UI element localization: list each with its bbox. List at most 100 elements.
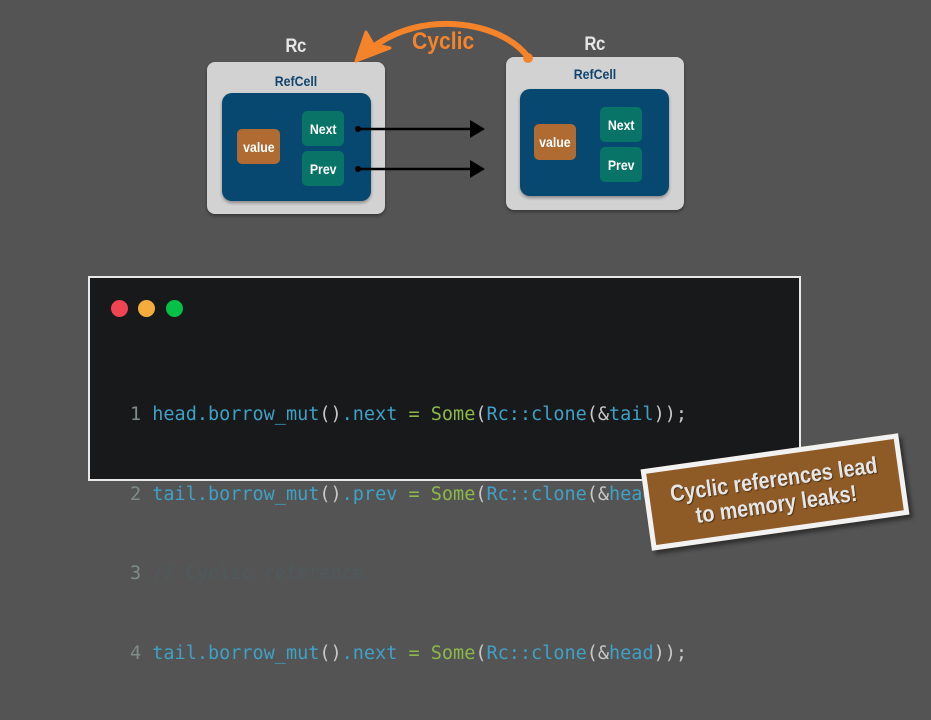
code-line: 2 tail.borrow_mut().prev = Some(Rc::clon… bbox=[130, 482, 687, 509]
rc-label-node-1: Rc bbox=[285, 36, 306, 57]
code-identifier: :: bbox=[508, 642, 532, 664]
code-identifier: . bbox=[341, 642, 353, 664]
code-text: tail.borrow_mut().prev = Some(Rc::clone(… bbox=[152, 484, 687, 505]
line-number: 2 bbox=[130, 483, 142, 505]
code-punctuation: ( bbox=[586, 404, 598, 425]
code-identifier: Rc bbox=[486, 404, 509, 425]
next-pointer-node-1: Next bbox=[302, 111, 344, 146]
code-comment: // Cyclic reference bbox=[152, 563, 364, 584]
code-punctuation bbox=[397, 404, 408, 425]
cyclic-arrowhead bbox=[354, 30, 392, 63]
next-label-node-1: Next bbox=[309, 120, 337, 137]
code-identifier: Rc bbox=[486, 642, 509, 664]
code-punctuation: ) bbox=[330, 483, 342, 505]
code-line: 1 head.borrow_mut().next = Some(Rc::clon… bbox=[130, 402, 687, 429]
next-arrowhead bbox=[470, 120, 485, 138]
code-identifier: tail bbox=[609, 404, 654, 425]
code-identifier: clone bbox=[531, 483, 587, 505]
value-box-node-2: value bbox=[534, 124, 576, 160]
next-label-node-2: Next bbox=[607, 116, 635, 133]
code-keyword: Some bbox=[430, 483, 476, 505]
prev-pointer-node-2: Prev bbox=[600, 147, 642, 182]
code-punctuation bbox=[397, 484, 408, 505]
code-punctuation: ( bbox=[586, 642, 598, 664]
code-punctuation bbox=[420, 643, 431, 664]
cyclic-arrow-label: Cyclic bbox=[412, 28, 475, 55]
value-label-node-1: value bbox=[242, 138, 275, 155]
code-line: 4 tail.borrow_mut().next = Some(Rc::clon… bbox=[130, 641, 687, 668]
code-identifier: borrow_mut bbox=[207, 404, 320, 425]
code-punctuation: ( bbox=[475, 642, 487, 664]
code-punctuation: ; bbox=[675, 404, 688, 425]
code-block: 1 head.borrow_mut().next = Some(Rc::clon… bbox=[130, 349, 687, 720]
code-punctuation: ; bbox=[675, 642, 688, 664]
code-identifier: . bbox=[196, 642, 208, 664]
rc-label-node-2: Rc bbox=[584, 34, 605, 55]
code-keyword: Some bbox=[430, 642, 476, 664]
maximize-dot-icon bbox=[166, 300, 183, 317]
code-identifier: tail bbox=[152, 483, 197, 505]
code-identifier: . bbox=[196, 404, 208, 425]
code-keyword: = bbox=[408, 642, 420, 664]
code-punctuation: ( bbox=[475, 483, 487, 505]
next-pointer-node-2: Next bbox=[600, 107, 642, 142]
code-punctuation bbox=[420, 484, 431, 505]
refcell-label-node-2: RefCell bbox=[573, 66, 617, 82]
prev-arrowhead bbox=[470, 160, 485, 178]
code-identifier: next bbox=[352, 642, 398, 664]
code-punctuation: & bbox=[597, 483, 610, 505]
code-punctuation bbox=[420, 404, 431, 425]
code-punctuation: ( bbox=[319, 483, 331, 505]
code-punctuation: & bbox=[597, 404, 610, 425]
code-keyword: = bbox=[408, 404, 420, 425]
prev-pointer-node-1: Prev bbox=[302, 151, 344, 186]
code-identifier: :: bbox=[508, 404, 532, 425]
code-keyword: Some bbox=[430, 404, 476, 425]
code-punctuation: ) bbox=[330, 642, 342, 664]
rc-box-node-2: RefCell value Next Prev bbox=[506, 57, 684, 210]
code-identifier: Rc bbox=[486, 483, 509, 505]
prev-label-node-1: Prev bbox=[309, 160, 337, 177]
code-identifier: :: bbox=[508, 483, 532, 505]
code-text: head.borrow_mut().next = Some(Rc::clone(… bbox=[152, 404, 687, 425]
code-identifier: . bbox=[341, 483, 353, 505]
code-identifier: tail bbox=[152, 642, 197, 664]
rc-box-node-1: RefCell value Next Prev bbox=[207, 62, 385, 214]
code-identifier: clone bbox=[531, 404, 587, 425]
code-punctuation: ( bbox=[475, 404, 487, 425]
code-identifier: . bbox=[196, 483, 208, 505]
code-punctuation bbox=[397, 643, 408, 664]
code-identifier: borrow_mut bbox=[207, 642, 320, 664]
line-number: 4 bbox=[130, 642, 142, 664]
close-dot-icon bbox=[111, 300, 128, 317]
code-text: tail.borrow_mut().next = Some(Rc::clone(… bbox=[152, 643, 687, 664]
code-punctuation: ) bbox=[664, 404, 676, 425]
code-identifier: head bbox=[609, 642, 654, 664]
value-box-node-1: value bbox=[237, 129, 280, 164]
code-line: 3 // Cyclic reference bbox=[130, 561, 687, 588]
minimize-dot-icon bbox=[138, 300, 155, 317]
code-punctuation: ( bbox=[586, 483, 598, 505]
line-number: 3 bbox=[130, 563, 142, 584]
code-punctuation: ) bbox=[330, 404, 342, 425]
code-keyword: = bbox=[408, 483, 420, 505]
prev-label-node-2: Prev bbox=[607, 156, 635, 173]
code-identifier: head bbox=[152, 404, 197, 425]
code-punctuation: ( bbox=[319, 642, 331, 664]
refcell-box-node-1: value Next Prev bbox=[222, 93, 371, 201]
refcell-label-node-1: RefCell bbox=[274, 73, 318, 89]
line-number: 1 bbox=[130, 404, 142, 425]
code-identifier: . bbox=[341, 404, 353, 425]
code-identifier: prev bbox=[352, 483, 398, 505]
code-punctuation: ) bbox=[653, 404, 665, 425]
code-punctuation: ( bbox=[319, 404, 331, 425]
code-identifier: next bbox=[352, 404, 398, 425]
code-window: 1 head.borrow_mut().next = Some(Rc::clon… bbox=[88, 276, 801, 664]
code-identifier: borrow_mut bbox=[207, 483, 320, 505]
code-identifier: clone bbox=[531, 642, 587, 664]
code-punctuation: ) bbox=[653, 642, 665, 664]
refcell-box-node-2: value Next Prev bbox=[520, 89, 669, 196]
code-punctuation: ) bbox=[664, 642, 676, 664]
value-label-node-2: value bbox=[539, 134, 571, 150]
code-punctuation: & bbox=[597, 642, 610, 664]
